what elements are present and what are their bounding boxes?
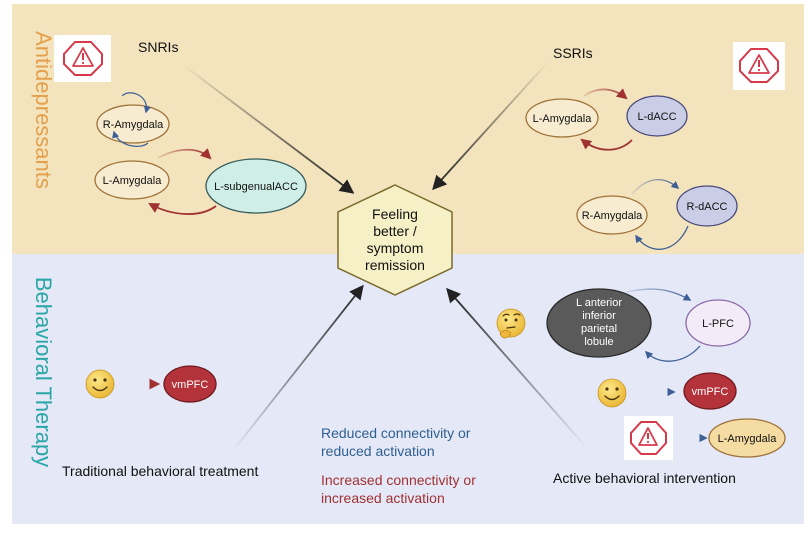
outcome-line-2: better / (373, 223, 417, 239)
snri-r-amygdala-label: R-Amygdala (103, 119, 164, 131)
ssris-label: SSRIs (553, 45, 593, 61)
act-reduce-arrow (625, 288, 692, 301)
act-lpfc-node (685, 299, 751, 347)
traditional-arrow (231, 284, 364, 453)
act-parietal-node (546, 288, 652, 358)
ssri-r-amygdala-label: R-Amygdala (582, 210, 643, 222)
ssri-reduce-arrow (635, 225, 689, 250)
trad-vmpfc-label: vmPFC (172, 379, 209, 391)
ssri-l-amygdala-node (525, 98, 599, 138)
trad-vmpfc-node (163, 365, 217, 403)
act-parietal-label-1: L anterior (576, 297, 622, 309)
snri-increase-arrow (157, 148, 212, 160)
act-vmpfc-node (683, 372, 737, 410)
act-l-amygdala-label: L-Amygdala (718, 433, 778, 445)
act-lpfc-label: L-PFC (702, 318, 734, 330)
smiley-icon (597, 378, 627, 408)
snri-arrow (181, 63, 355, 194)
ssri-increase-arrow (580, 138, 633, 151)
act-l-amygdala-node (708, 418, 786, 458)
act-parietal-label-4: lobule (584, 336, 613, 348)
warning-icon (733, 42, 785, 90)
thinking-face-icon (496, 308, 526, 339)
ssri-l-dacc-label: L-dACC (637, 111, 676, 123)
snri-l-subgenual-label: L-subgenualACC (214, 181, 298, 193)
outcome-line-3: symptom (367, 240, 424, 256)
act-reduce-arrow (644, 345, 701, 362)
smiley-icon (85, 369, 115, 399)
ssri-arrow (432, 61, 549, 191)
warning-icon (54, 35, 111, 82)
traditional-label: Traditional behavioral treatment (62, 463, 258, 479)
snri-increase-arrow (148, 202, 217, 215)
snri-self-loop-arrow (121, 92, 151, 114)
ssri-r-amygdala-node (576, 195, 648, 235)
ssri-r-dacc-label: R-dACC (687, 201, 728, 213)
legend-increased-line-1: Increased connectivity or (321, 472, 476, 488)
legend-increased-line-2: increased activation (321, 490, 445, 506)
warning-icon (624, 416, 673, 460)
outcome-line-4: remission (365, 257, 425, 273)
snri-l-amygdala-label: L-Amygdala (103, 175, 163, 187)
behavioral-therapy-label: Behavioral Therapy (31, 277, 56, 467)
act-parietal-label-2: inferior (582, 310, 616, 322)
legend-reduced-line-1: Reduced connectivity or (321, 425, 471, 441)
act-parietal-label-3: parietal (581, 323, 617, 335)
ssri-reduce-arrow (631, 179, 680, 195)
antidepressants-label: Antidepressants (31, 31, 56, 189)
act-vmpfc-label: vmPFC (692, 386, 729, 398)
active-label: Active behavioral intervention (553, 470, 736, 486)
ssri-l-dacc-node (626, 95, 688, 137)
ssri-r-dacc-node (676, 185, 738, 227)
ssri-l-amygdala-label: L-Amygdala (533, 113, 593, 125)
snri-l-subgenual-node (205, 158, 307, 214)
legend-reduced-line-2: reduced activation (321, 443, 435, 459)
active-arrow (446, 287, 587, 448)
snri-self-loop-arrow (112, 130, 149, 147)
ssri-increase-arrow (583, 88, 628, 100)
outcome-hexagon (337, 184, 453, 296)
snri-l-amygdala-node (94, 160, 170, 200)
snris-label: SNRIs (138, 39, 178, 55)
outcome-line-1: Feeling (372, 206, 418, 222)
